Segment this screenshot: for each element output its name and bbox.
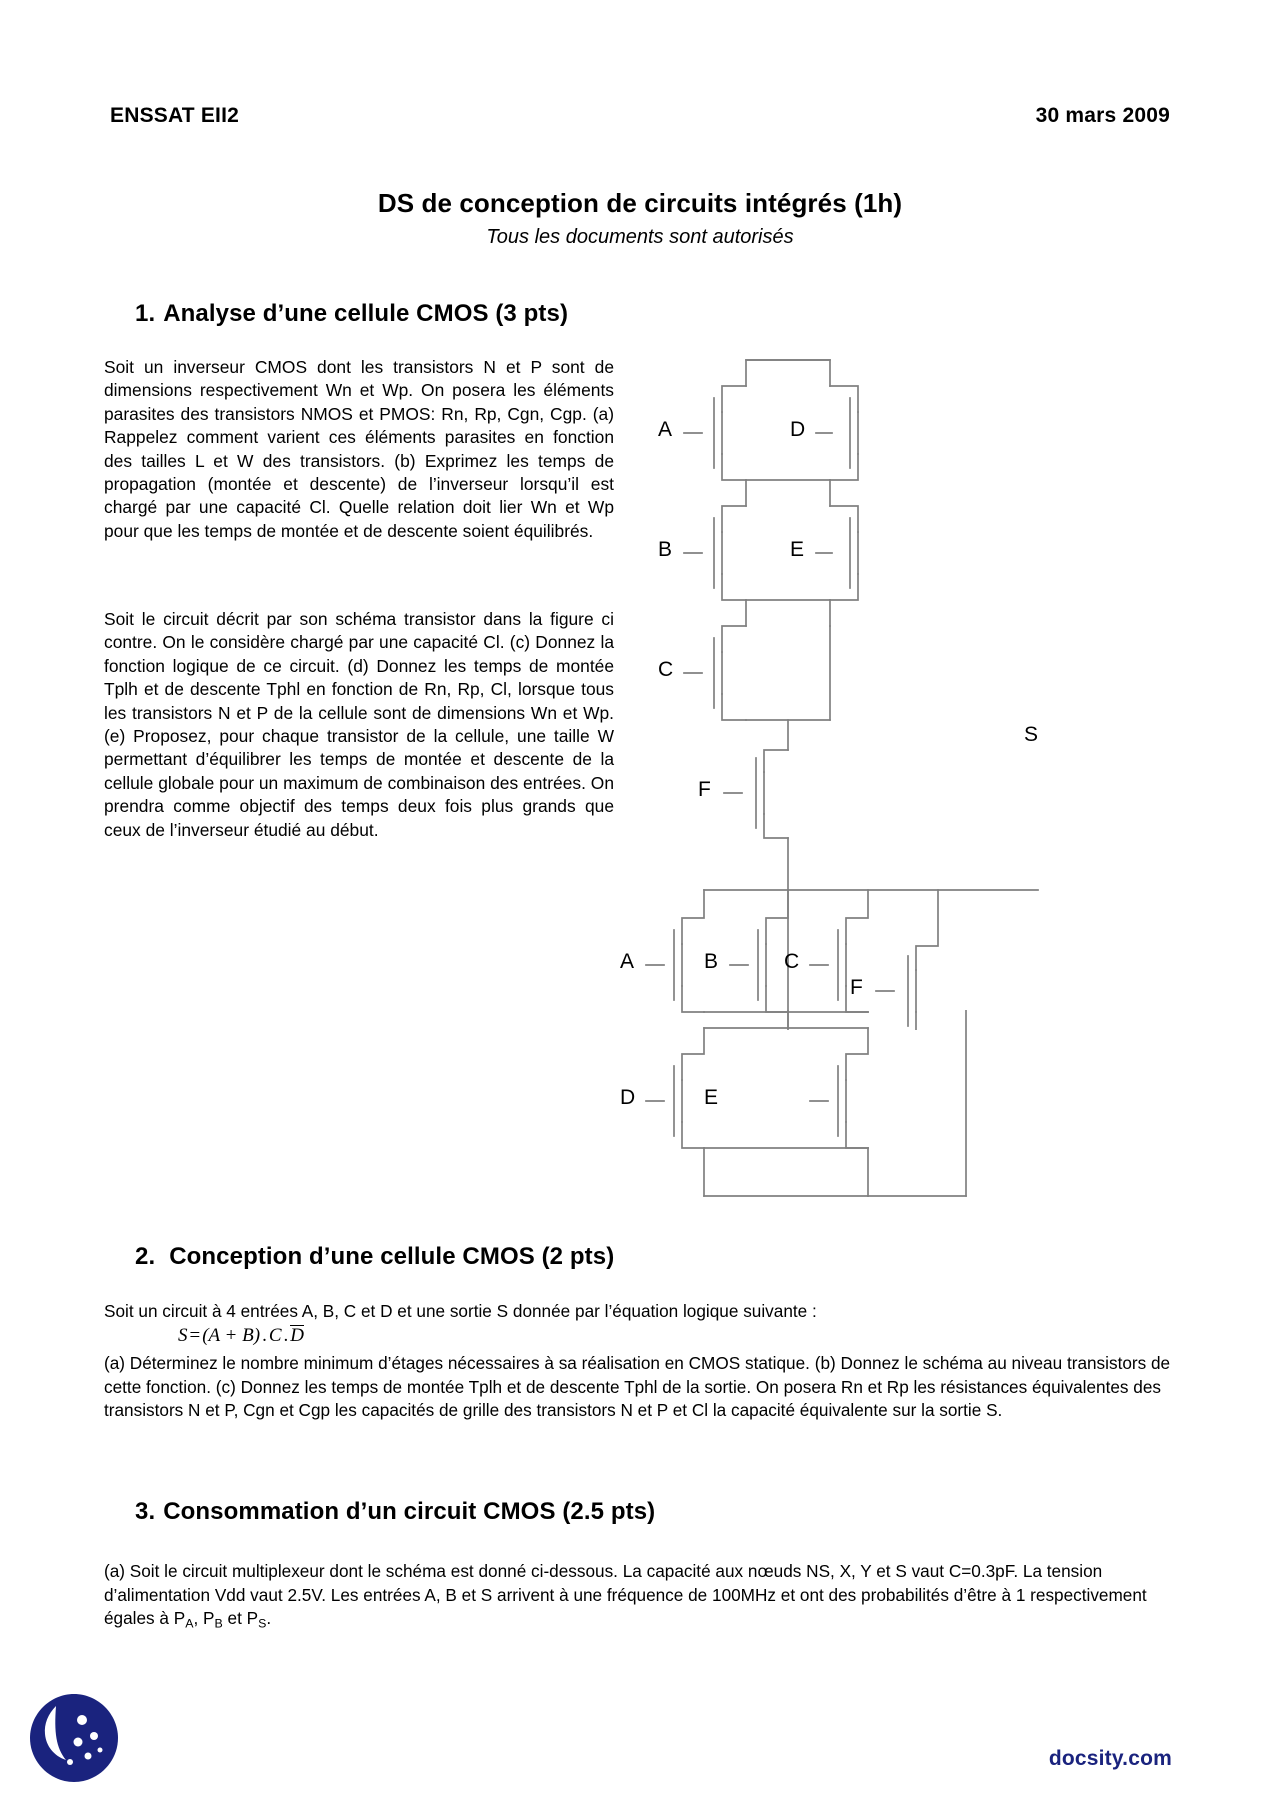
page-title: DS de conception de circuits intégrés (1… (377, 188, 903, 218)
section-2-heading: 2. Conception d’une cellule CMOS (2 pts) (135, 1243, 614, 1271)
label-output-s: S (1024, 723, 1039, 746)
label-nmos-b: B (704, 950, 719, 973)
section-3-sub-s: S (258, 1616, 267, 1631)
logic-equation: S=(A + B).C.D (178, 1325, 304, 1347)
document-header: ENSSAT EII2 30 mars 2009 (110, 104, 1170, 128)
equation-group: (A + B) (202, 1325, 261, 1346)
label-pmos-d: D (790, 418, 806, 441)
section-3-number: 3. (135, 1498, 156, 1525)
section-1-heading: 1. Analyse d’une cellule CMOS (3 pts) (135, 300, 568, 328)
section-1-number: 1. (135, 300, 156, 327)
docsity-logo-icon (26, 1690, 122, 1786)
label-pmos-c: C (658, 658, 674, 681)
section-2-title: Conception d’une cellule CMOS (2 pts) (169, 1243, 615, 1270)
cmos-lower-de-block: D E (618, 1009, 1068, 1250)
equation-term-c: C (268, 1325, 282, 1346)
section-3-sub-a: A (185, 1616, 194, 1631)
section-1-paragraph-1: Soit un inverseur CMOS dont les transist… (104, 357, 614, 541)
section-3-body: (a) Soit le circuit multiplexeur dont le… (104, 1560, 1182, 1636)
section-2-intro: Soit un circuit à 4 entrées A, B, C et D… (104, 1301, 817, 1321)
label-pmos-e: E (790, 538, 805, 561)
label-nmos-c: C (784, 950, 800, 973)
page-subtitle: Tous les documents sont autorisés (486, 226, 794, 248)
equation-lhs: S (178, 1325, 188, 1346)
section-3-text-2: , P (193, 1608, 215, 1628)
equation-dot-1: . (262, 1325, 267, 1346)
section-2-items: (a) Déterminez le nombre minimum d’étage… (104, 1353, 1171, 1420)
exam-date: 30 mars 2009 (1035, 104, 1170, 127)
label-nmos-f: F (850, 976, 863, 999)
label-pmos-f: F (698, 778, 711, 801)
equation-equals: = (189, 1325, 201, 1346)
section-3-heading: 3. Consommation d’un circuit CMOS (2.5 pt… (135, 1498, 655, 1526)
label-pmos-b: B (658, 538, 673, 561)
equation-dot-2: . (283, 1325, 289, 1346)
section-1-title: Analyse d’une cellule CMOS (3 pts) (163, 300, 569, 327)
section-1-paragraph-2: Soit le circuit décrit par son schéma tr… (104, 609, 614, 840)
docsity-brand: docsity.com (1048, 1747, 1172, 1770)
label-nmos-d: D (620, 1086, 636, 1109)
equation-term-d-overline: D (290, 1325, 304, 1346)
cmos-circuit-schematic (618, 350, 1068, 1030)
section-3-text-4: . (266, 1608, 272, 1628)
label-nmos-a: A (620, 950, 635, 973)
section-3-sub-b: B (214, 1616, 223, 1631)
schematic-label-layer: A D B E C F A B C F S (618, 350, 1068, 1040)
section-3-text-3: et P (222, 1608, 259, 1628)
label-pmos-a: A (658, 418, 673, 441)
section-3-title: Consommation d’un circuit CMOS (2.5 pts) (163, 1498, 656, 1525)
section-3-text-1: (a) Soit le circuit multiplexeur dont le… (104, 1561, 1147, 1628)
course-code: ENSSAT EII2 (110, 104, 240, 127)
section-2-number: 2. (135, 1243, 156, 1270)
label-nmos-e: E (704, 1086, 719, 1109)
